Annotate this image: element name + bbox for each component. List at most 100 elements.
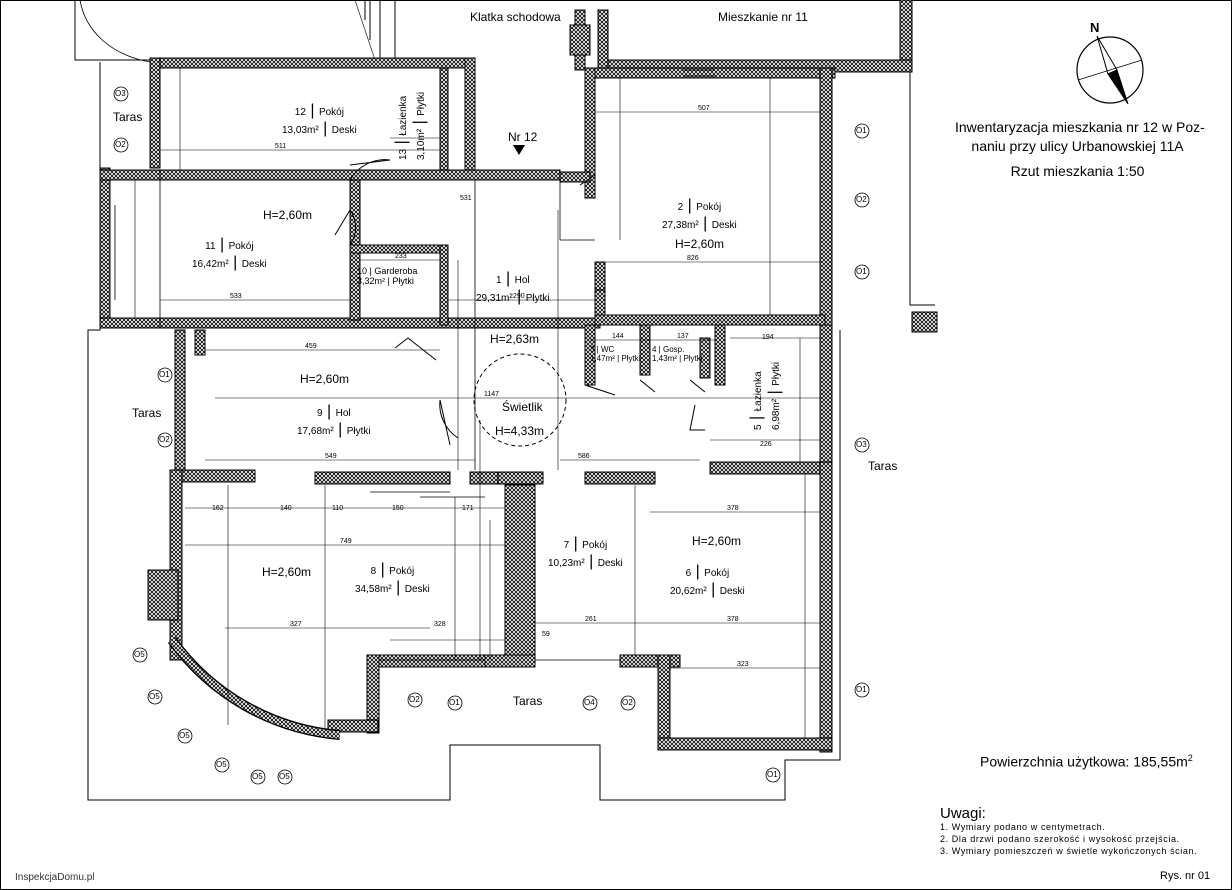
room-1-name: Hol	[514, 275, 530, 286]
door-swings	[334, 159, 706, 446]
dim-328: 328	[434, 621, 446, 628]
skylight-circle	[473, 353, 567, 447]
flat-12-label: Nr 12	[508, 130, 538, 144]
height-room-2: H=2,60m	[675, 237, 725, 251]
room-8-num: 8	[370, 566, 377, 577]
dim-1147: 1147	[484, 391, 500, 398]
taras-label-3: Taras	[868, 459, 898, 473]
notes-heading: Uwagi:	[940, 805, 986, 822]
tag-o2-top: O2	[115, 140, 126, 149]
room-7-name: Pokój	[582, 540, 608, 551]
tag-o1-right-1: O1	[856, 126, 867, 135]
taras-label-1: Taras	[113, 110, 143, 124]
room-9-num: 9	[317, 408, 323, 419]
tag-o1-left: O1	[159, 370, 170, 379]
room-3-area: 1,47m²	[590, 354, 615, 363]
dim-110: 110	[332, 505, 344, 512]
watermark: InspekcjaDomu.pl	[15, 872, 95, 883]
room-12-num: 12	[294, 107, 306, 118]
tag-o4-bottom: O4	[584, 698, 595, 707]
dim-290: 290	[513, 293, 525, 300]
room-12-area: 13,03m²	[282, 125, 319, 136]
usable-area-sup: 2	[1187, 753, 1193, 763]
room-13-floor: Płytki	[416, 91, 427, 116]
room-5: 5 | Łazienka 6,98m² | Płytki	[748, 361, 783, 430]
dim-233: 233	[395, 253, 407, 260]
stairs-label: Klatka schodowa	[470, 10, 561, 24]
dim-323: 323	[737, 661, 749, 668]
dim-586: 586	[578, 453, 590, 460]
compass-icon	[1076, 35, 1144, 105]
tag-o2-left: O2	[159, 435, 170, 444]
room-9-floor: Płytki	[346, 426, 371, 437]
dim-137: 137	[677, 333, 689, 340]
room-12-floor: Deski	[331, 125, 357, 136]
dim-511: 511	[275, 143, 287, 150]
entrance-arrow-icon	[513, 145, 525, 155]
room-5-area: 6,98m²	[771, 398, 782, 430]
dim-59: 59	[542, 631, 550, 638]
usable-area: Powierzchnia użytkowa: 185,55m2	[980, 753, 1193, 770]
tag-o5-6: O5	[279, 772, 290, 781]
usable-area-label: Powierzchnia użytkowa: 185,55m	[980, 753, 1188, 770]
room-6-floor: Deski	[719, 586, 745, 597]
dim-194: 194	[762, 334, 774, 341]
room-10: 10 | Garderoba 3,32m² | Płytki	[357, 266, 418, 286]
dim-531: 531	[460, 195, 472, 202]
note-2: 2. Dla drzwi podano szerokość i wysokość…	[940, 834, 1180, 844]
room-3-name: WC	[600, 345, 615, 354]
terrace-outline	[74, 0, 935, 801]
dim-261: 261	[585, 616, 597, 623]
room-6: 6 | Pokój 20,62m² | Deski	[670, 563, 745, 598]
window-tags	[113, 86, 870, 785]
room-10-name: Garderoba	[374, 266, 418, 276]
room-11-num: 11	[205, 241, 216, 252]
room-6-area: 20,62m²	[670, 586, 707, 597]
room-11-name: Pokój	[228, 241, 254, 252]
tag-o3-right: O3	[856, 440, 867, 449]
height-hall: H=2,63m	[490, 332, 540, 346]
tag-o5-5: O5	[252, 772, 263, 781]
room-10-floor: Płytki	[392, 276, 414, 286]
room-3-num: 3	[590, 345, 595, 354]
drawing-number: Rys. nr 01	[1160, 870, 1211, 882]
room-5-name: Łazienka	[753, 371, 764, 412]
height-room-11: H=2,60m	[263, 208, 313, 222]
room-2-area: 27,38m²	[662, 220, 699, 231]
tag-o5-2: O5	[149, 692, 160, 701]
room-2-num: 2	[677, 202, 684, 213]
tag-o1-bottom-1: O1	[449, 698, 460, 707]
note-3: 3. Wymiary pomieszczeń w świetle wykończ…	[940, 846, 1198, 856]
dim-507: 507	[698, 105, 710, 112]
room-1: 1 | Hol 29,31m² | Płytki	[476, 270, 550, 305]
note-1: 1. Wymiary podano w centymetrach.	[940, 822, 1106, 832]
room-8-floor: Deski	[404, 584, 430, 595]
height-room-9: H=2,60m	[300, 372, 350, 386]
room-3-floor: Płytki	[621, 354, 641, 363]
dim-327: 327	[290, 621, 302, 628]
room-13: 13 | Łazienka 3,10m² | Płytki	[393, 91, 428, 160]
tag-o1-bottom-2: O1	[767, 770, 778, 779]
room-10-num: 10	[357, 266, 368, 276]
room-9-name: Hol	[335, 408, 351, 419]
room-4-area: 1,43m²	[652, 354, 677, 363]
skylight-height: H=4,33m	[495, 424, 545, 438]
tag-o3-top: O3	[115, 89, 126, 98]
tag-o2-right: O2	[856, 195, 867, 204]
room-1-floor: Płytki	[525, 293, 550, 304]
room-11-floor: Deski	[241, 259, 267, 270]
dim-378-top: 378	[727, 505, 739, 512]
tag-o1-right-2: O1	[856, 267, 867, 276]
room-11: 11 | Pokój 16,42m² | Deski	[192, 236, 267, 271]
tag-o2-bottom-1: O2	[409, 695, 420, 704]
dimension-lines	[134, 68, 820, 738]
compass-letter: N	[1090, 20, 1100, 35]
dim-378-mid: 378	[727, 616, 739, 623]
tag-o1-right-3: O1	[856, 685, 867, 694]
room-8-name: Pokój	[389, 566, 415, 577]
tag-o5-3: O5	[179, 731, 190, 740]
room-6-num: 6	[685, 568, 692, 579]
dim-533: 533	[230, 293, 242, 300]
room-1-area: 29,31m²	[476, 293, 513, 304]
dim-150: 150	[392, 505, 404, 512]
